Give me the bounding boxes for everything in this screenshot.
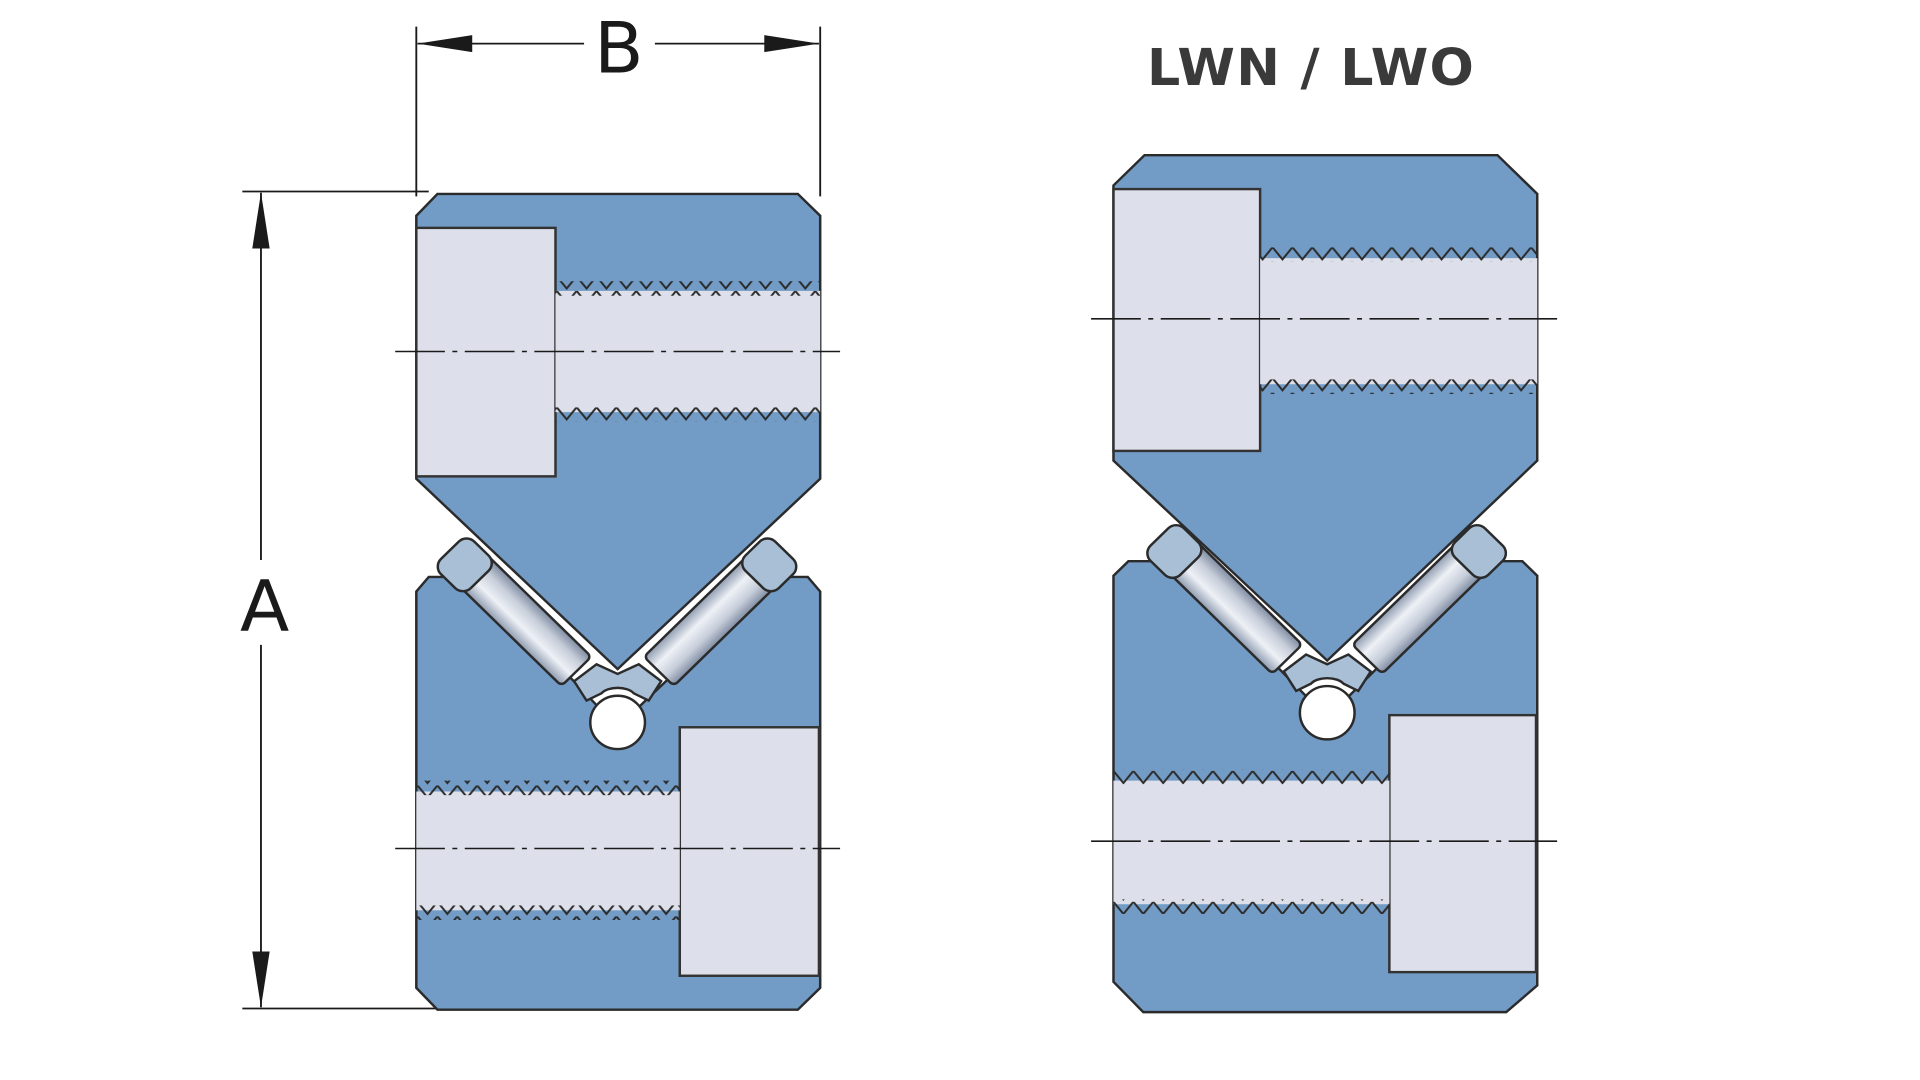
right-assembly [1091,153,1558,1014]
right-lower-thread-top [1113,769,1390,785]
right-upper-bolt-head [1112,187,1262,453]
dimension-b-arrow-right [764,35,819,53]
left-lower-block [395,575,841,1011]
right-lower-threaded-bore [1113,780,1390,905]
left-lower-threaded-bore [416,791,680,911]
dimension-b-arrow-left [417,35,473,53]
right-upper-thread-bottom [1260,379,1538,394]
left-upper-thread-top [555,281,821,296]
left-upper-block [395,192,841,671]
left-upper-thread-bottom [555,407,821,422]
right-cage-end-right [1450,523,1508,580]
left-cage-end-left [436,537,494,593]
left-lower-bolt-head [678,726,821,977]
right-lower-block [1091,560,1558,1014]
left-roller-set [436,537,798,751]
dimension-a: A [240,190,442,1010]
right-upper-thread-top [1260,247,1538,262]
right-cage-center [1282,653,1373,693]
right-lower-thread-bottom [1113,899,1390,914]
left-lower-thread-bottom [416,905,680,920]
left-retainer-wire-hole [589,694,647,751]
dimension-a-arrow-top [252,192,270,249]
left-assembly [395,192,841,1011]
right-retainer-wire-hole [1298,684,1356,741]
right-lower-bolt-head [1388,713,1538,974]
right-roller-set [1146,523,1508,741]
left-lower-thread-top [416,780,680,796]
right-upper-block [1091,153,1558,663]
dimension-a-label: A [240,565,290,647]
dimension-a-arrow-bottom [252,951,270,1008]
right-cage-end-left [1146,523,1203,580]
title-label: LWN / LWO [1147,38,1475,97]
left-cage-end-right [740,537,798,593]
dimension-b: B [415,8,822,197]
right-upper-threaded-bore [1260,258,1538,385]
left-cage-center [572,662,663,703]
dimension-b-label: B [594,8,643,90]
